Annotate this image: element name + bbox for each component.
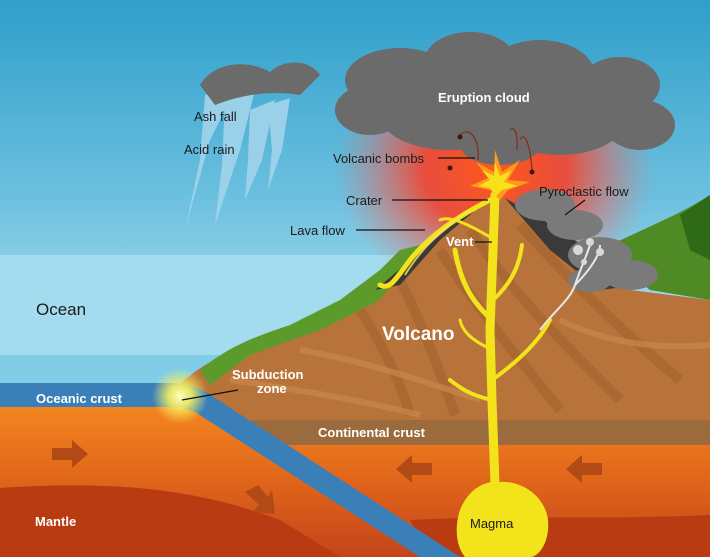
volcano-strata (355, 221, 684, 417)
label-ocean: Ocean (36, 300, 86, 319)
eruption-cloud (200, 32, 675, 165)
mantle-flow-arrows (52, 440, 602, 514)
label-volcanic-bombs: Volcanic bombs (333, 151, 425, 166)
label-volcano: Volcano (382, 324, 455, 345)
magma-vent (438, 190, 552, 490)
lava-flow-stream-2 (404, 209, 471, 276)
arrow-left-icon (396, 455, 432, 483)
ash-fall-streaks (185, 80, 290, 230)
label-pyroclastic-flow: Pyroclastic flow (539, 184, 629, 199)
oceanic-crust (0, 383, 460, 557)
smoke-wisps (539, 244, 601, 331)
label-subduction-zone-2: zone (257, 381, 287, 396)
magma-chamber (456, 481, 549, 557)
continental-crust (250, 420, 710, 445)
label-continental-crust: Continental crust (318, 425, 426, 440)
label-oceanic-crust: Oceanic crust (36, 391, 123, 406)
arrow-down-right-icon (245, 485, 275, 514)
arrow-right-icon (52, 440, 88, 468)
mantle-lower (0, 485, 340, 557)
smoke-puffs (573, 238, 604, 265)
grass-right-dark (680, 195, 710, 260)
label-magma: Magma (470, 516, 514, 531)
arrow-left-icon-2 (566, 455, 602, 483)
crater-burst (470, 150, 530, 200)
label-acid-rain: Acid rain (184, 142, 235, 157)
subduction-glow (152, 368, 208, 424)
label-mantle: Mantle (35, 514, 76, 529)
mantle-lower-right (410, 515, 710, 557)
leader-lines (181, 157, 586, 401)
label-vent: Vent (446, 234, 474, 249)
label-eruption-cloud: Eruption cloud (438, 90, 530, 105)
label-subduction-zone-1: Subduction (232, 367, 304, 382)
volcanic-bombs (447, 128, 535, 175)
label-lava-flow: Lava flow (290, 223, 346, 238)
label-crater: Crater (346, 193, 383, 208)
label-ash-fall: Ash fall (194, 109, 237, 124)
volcano-strata-light (229, 317, 710, 418)
grass-left (200, 245, 420, 385)
